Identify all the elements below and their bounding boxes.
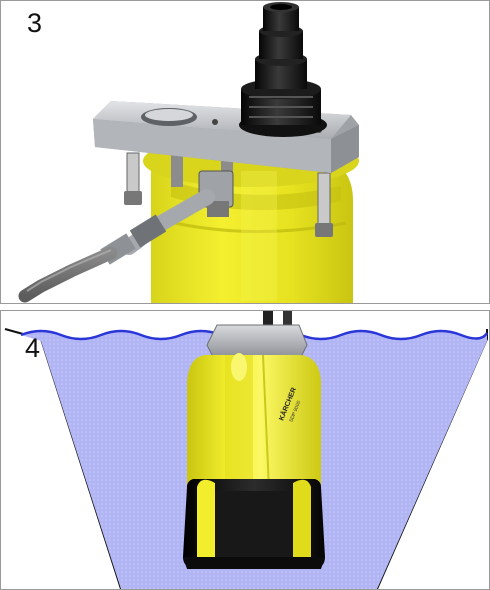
step-number-3: 3 xyxy=(27,8,43,38)
pump-submerged-in-water-icon: KÄRCHER SDP 9000 xyxy=(4,311,489,589)
pump-with-hose-adapter-icon xyxy=(18,2,359,303)
step-3-panel: 3 xyxy=(0,0,490,304)
step-number-4: 4 xyxy=(25,333,41,363)
step-4-panel: KÄRCHER SDP 9000 4 xyxy=(0,310,490,590)
